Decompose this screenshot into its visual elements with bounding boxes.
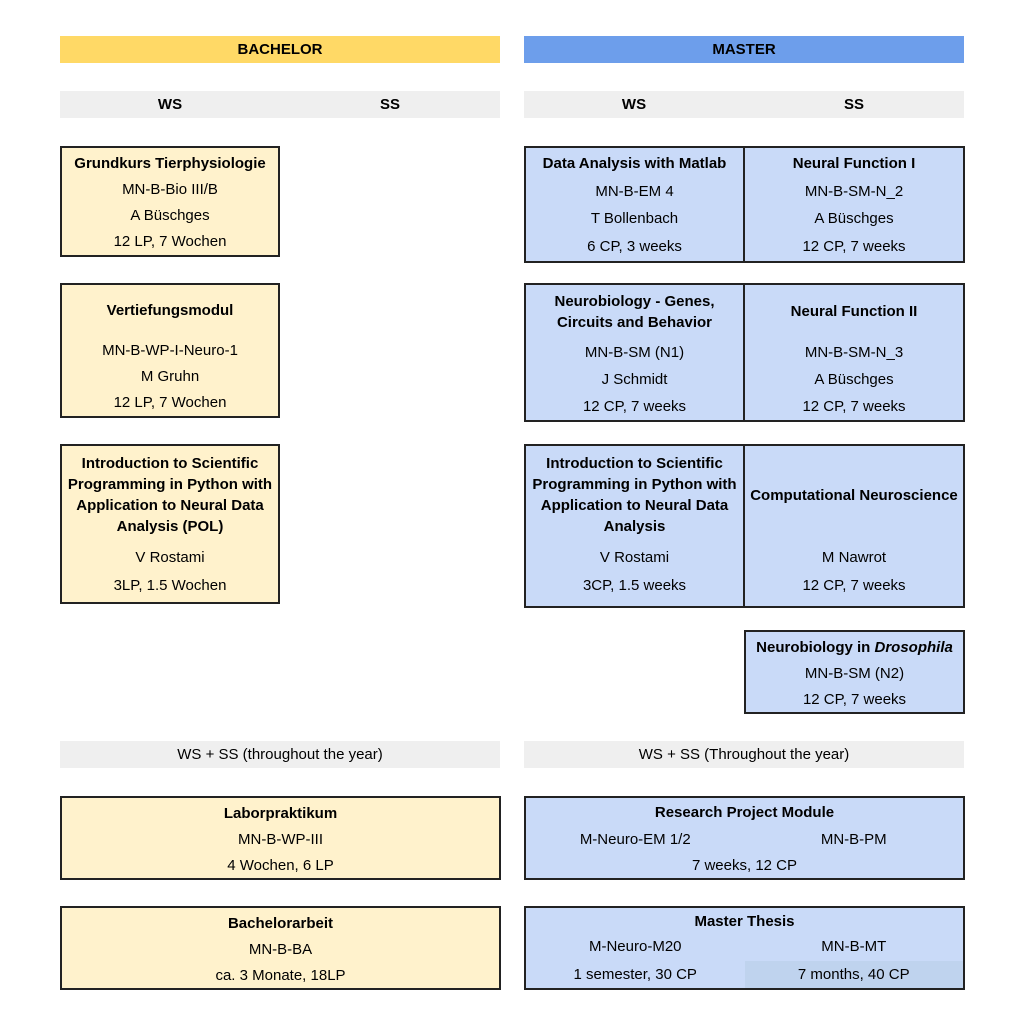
master-header: MASTER	[524, 36, 964, 63]
module-credits: 12 LP, 7 Wochen	[113, 233, 227, 251]
module-computational-neuroscience: Computational Neuroscience M Nawrot 12 C…	[743, 444, 965, 608]
module-code: MN-B-SM (N2)	[804, 664, 905, 682]
module-title: Neurobiology - Genes, Circuits and Behav…	[554, 292, 715, 331]
bachelor-header: BACHELOR	[60, 36, 500, 63]
module-code-right: MN-B-PM	[820, 830, 887, 848]
module-code: MN-B-SM-N_3	[804, 343, 904, 361]
module-credits: 1 semester, 30 CP 7 months, 40 CP	[526, 960, 963, 988]
bachelor-ws-label: WS	[157, 96, 183, 113]
module-title: Vertiefungsmodul	[106, 302, 234, 320]
module-title-italic: Drosophila	[874, 638, 953, 656]
bachelor-year-band: WS + SS (throughout the year)	[60, 741, 500, 768]
module-credits-right: 7 months, 40 CP	[744, 960, 963, 988]
module-title: Computational Neuroscience	[750, 486, 958, 504]
module-credits-left: 1 semester, 30 CP	[573, 965, 697, 983]
master-header-label: MASTER	[712, 41, 776, 58]
bachelor-year-band-label: WS + SS (throughout the year)	[177, 746, 383, 763]
module-credits: 12 CP, 7 weeks	[802, 397, 906, 415]
module-code: MN-B-SM-N_2	[804, 182, 904, 200]
module-title: Bachelorarbeit	[227, 914, 334, 932]
module-credits: 12 CP, 7 weeks	[802, 237, 906, 255]
bachelor-header-label: BACHELOR	[237, 41, 323, 58]
module-code-left: M-Neuro-M20	[588, 938, 682, 956]
module-credits: ca. 3 Monate, 18LP	[215, 966, 346, 984]
module-credits: 12 CP, 7 weeks	[802, 576, 906, 594]
module-neural-function-1: Neural Function I MN-B-SM-N_2 A Büschges…	[743, 146, 965, 263]
module-lecturer: A Büschges	[814, 370, 894, 388]
module-title: Data Analysis with Matlab	[542, 155, 727, 173]
module-python-pol: Introduction to Scientific Programming i…	[60, 444, 280, 604]
module-research-project: Research Project Module M-Neuro-EM 1/2 M…	[524, 796, 965, 880]
master-year-band: WS + SS (Throughout the year)	[524, 741, 964, 768]
module-title: Grundkurs Tierphysiologie	[74, 154, 266, 172]
module-title-prefix: Neurobiology in	[756, 638, 875, 656]
module-lecturer: V Rostami	[599, 549, 670, 567]
module-credits: 12 CP, 7 weeks	[582, 397, 687, 415]
master-semester-row: WS SS	[524, 91, 964, 118]
bachelor-semester-row: WS SS	[60, 91, 500, 118]
module-codes: M-Neuro-M20 MN-B-MT	[526, 933, 963, 961]
module-code: MN-B-WP-III	[238, 830, 323, 848]
module-neural-function-2: Neural Function II MN-B-SM-N_3 A Büschge…	[743, 283, 965, 422]
module-grundkurs: Grundkurs Tierphysiologie MN-B-Bio III/B…	[60, 146, 280, 257]
module-code: MN-B-BA	[248, 940, 313, 958]
master-row-3: Introduction to Scientific Programming i…	[524, 444, 965, 608]
module-lecturer: J Schmidt	[601, 370, 668, 388]
module-codes: M-Neuro-EM 1/2 MN-B-PM	[526, 825, 963, 853]
module-credits: 3CP, 1.5 weeks	[582, 576, 687, 594]
module-credits: 3LP, 1.5 Wochen	[113, 576, 227, 594]
master-ss-label: SS	[843, 96, 864, 113]
module-lecturer: V Rostami	[135, 549, 205, 567]
module-master-thesis: Master Thesis M-Neuro-M20 MN-B-MT 1 seme…	[524, 906, 965, 990]
module-credits: 7 weeks, 12 CP	[691, 856, 798, 874]
module-code: MN-B-WP-I-Neuro-1	[102, 341, 238, 359]
module-lecturer: M Gruhn	[140, 367, 200, 385]
module-code-right: MN-B-MT	[821, 938, 887, 956]
master-row-2: Neurobiology - Genes, Circuits and Behav…	[524, 283, 965, 422]
module-title: Introduction to Scientific Programming i…	[67, 455, 273, 535]
module-neurobiology-genes: Neurobiology - Genes, Circuits and Behav…	[524, 283, 743, 422]
module-drosophila: Neurobiology in Drosophila MN-B-SM (N2) …	[744, 630, 965, 714]
master-row-1: Data Analysis with Matlab MN-B-EM 4 T Bo…	[524, 146, 965, 263]
module-lecturer: M Nawrot	[821, 549, 887, 567]
module-title: Master Thesis	[694, 913, 795, 930]
module-data-analysis-matlab: Data Analysis with Matlab MN-B-EM 4 T Bo…	[524, 146, 743, 263]
module-code: MN-B-SM (N1)	[584, 343, 685, 361]
module-vertiefungsmodul: Vertiefungsmodul MN-B-WP-I-Neuro-1 M Gru…	[60, 283, 280, 418]
module-credits: 12 LP, 7 Wochen	[113, 394, 227, 412]
module-title: Neural Function II	[790, 303, 918, 321]
master-ws-label: WS	[621, 96, 647, 113]
module-title: Introduction to Scientific Programming i…	[532, 455, 737, 535]
module-code: MN-B-Bio III/B	[122, 180, 218, 198]
master-year-band-label: WS + SS (Throughout the year)	[638, 746, 850, 763]
module-lecturer: A Büschges	[130, 207, 210, 225]
module-credits: 4 Wochen, 6 LP	[227, 856, 334, 874]
module-title: Research Project Module	[654, 804, 835, 822]
module-python-master: Introduction to Scientific Programming i…	[524, 444, 743, 608]
module-credits: 12 CP, 7 weeks	[802, 690, 907, 708]
module-title: Laborpraktikum	[223, 804, 338, 822]
module-laborpraktikum: Laborpraktikum MN-B-WP-III 4 Wochen, 6 L…	[60, 796, 501, 880]
module-credits: 6 CP, 3 weeks	[587, 237, 682, 255]
module-title: Neurobiology in Drosophila	[746, 634, 963, 660]
module-bachelorarbeit: Bachelorarbeit MN-B-BA ca. 3 Monate, 18L…	[60, 906, 501, 990]
module-code: MN-B-EM 4	[595, 182, 674, 200]
bachelor-ss-label: SS	[379, 96, 400, 113]
module-lecturer: A Büschges	[814, 210, 894, 228]
module-lecturer: T Bollenbach	[590, 210, 679, 228]
module-title: Neural Function I	[792, 155, 916, 173]
module-code-left: M-Neuro-EM 1/2	[579, 830, 691, 848]
